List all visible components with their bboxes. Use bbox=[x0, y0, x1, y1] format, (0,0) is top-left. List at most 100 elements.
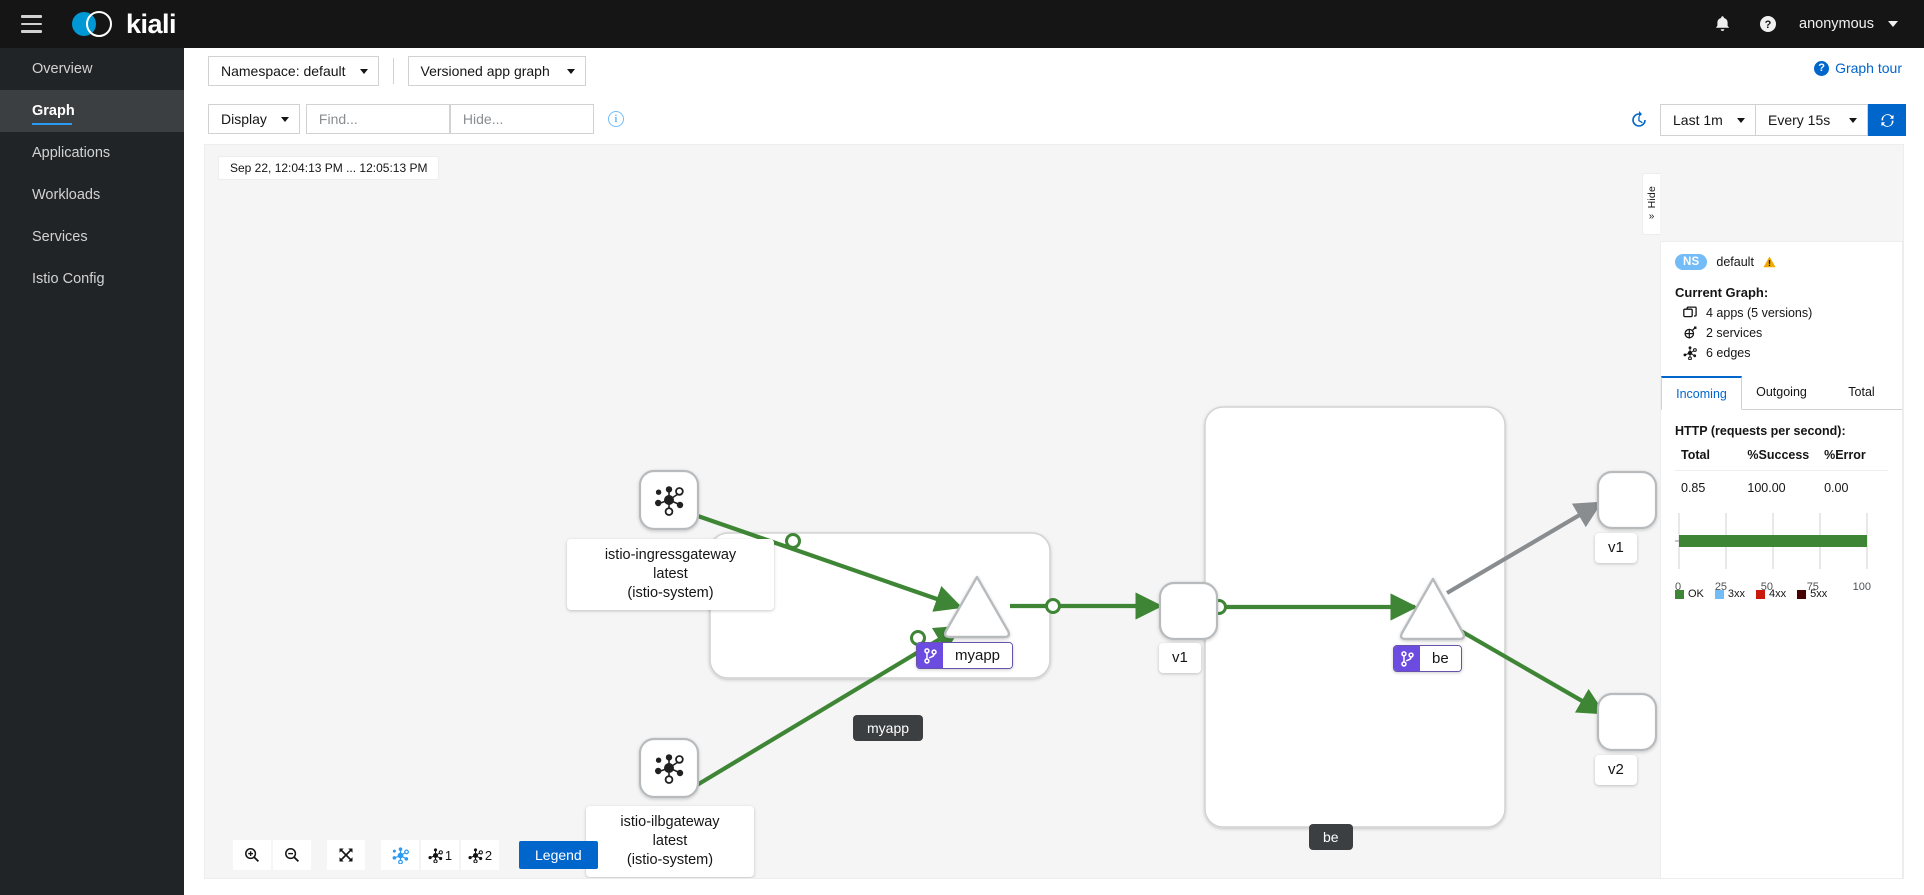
hamburger-icon[interactable] bbox=[8, 0, 54, 48]
stat-apps: 4 apps (5 versions) bbox=[1675, 306, 1888, 320]
node-label-istio-ilbgateway: istio-ilbgateway latest (istio-system) bbox=[586, 806, 754, 878]
sidebar-item-workloads[interactable]: Workloads bbox=[0, 174, 184, 216]
tab-outgoing[interactable]: Outgoing bbox=[1756, 385, 1807, 399]
stat-edges-label: 6 edges bbox=[1706, 346, 1751, 360]
http-traffic-chart: 0 25 50 75 100 bbox=[1675, 511, 1888, 593]
legend-item-4xx[interactable]: 4xx bbox=[1756, 588, 1786, 600]
expand-icon[interactable] bbox=[327, 840, 365, 870]
brand-name: kiali bbox=[126, 8, 177, 39]
chart-xtick-25: 25 bbox=[1714, 581, 1728, 593]
namespace-row: NS default bbox=[1675, 254, 1888, 270]
main-content: Namespace: default Versioned app graph ?… bbox=[184, 48, 1924, 895]
legend-label-ok: OK bbox=[1688, 588, 1704, 600]
display-select[interactable]: Display bbox=[208, 104, 300, 134]
refresh-button[interactable] bbox=[1868, 104, 1906, 136]
namespace-select[interactable]: Namespace: default bbox=[208, 56, 379, 86]
find-input-placeholder: Find... bbox=[318, 111, 358, 127]
graph-canvas[interactable]: Sep 22, 12:04:13 PM ... 12:05:13 PM bbox=[204, 144, 1904, 879]
graph-layout-2-button[interactable]: 2 bbox=[461, 840, 499, 870]
legend-swatch-ok bbox=[1675, 589, 1684, 599]
user-menu[interactable]: anonymous bbox=[1791, 0, 1912, 48]
edge-midpoint-marker bbox=[785, 533, 801, 549]
graph-type-select-label: Versioned app graph bbox=[420, 63, 550, 79]
sidebar-item-services[interactable]: Services bbox=[0, 216, 184, 258]
panel-header: NS default Current Graph: bbox=[1661, 242, 1902, 360]
tab-incoming[interactable]: Incoming bbox=[1661, 376, 1742, 410]
graph-layout-default-icon[interactable] bbox=[381, 840, 419, 870]
sidebar-item-label: Overview bbox=[32, 61, 93, 77]
node-label-be-v1: v1 bbox=[1595, 533, 1637, 563]
stat-services-label: 2 services bbox=[1706, 326, 1763, 340]
zoom-in-icon[interactable] bbox=[233, 840, 271, 870]
chart-x-tick-labels: 0 25 50 75 100 bbox=[1675, 581, 1871, 593]
edges-icon bbox=[1683, 346, 1697, 360]
layout-2-label: 2 bbox=[484, 847, 493, 863]
panel-tabs: Incoming Outgoing Total bbox=[1661, 376, 1902, 410]
fit-controls bbox=[327, 840, 365, 870]
chart-svg bbox=[1675, 513, 1868, 569]
graph-layout-1-button[interactable]: 1 bbox=[421, 840, 459, 870]
legend-item-ok[interactable]: OK bbox=[1675, 588, 1704, 600]
sidebar: Overview Graph Applications Workloads Se… bbox=[0, 48, 184, 895]
stat-apps-label: 4 apps (5 versions) bbox=[1706, 306, 1813, 320]
legend-label-4xx: 4xx bbox=[1769, 588, 1787, 600]
chart-xtick-100: 100 bbox=[1852, 581, 1871, 593]
layout-controls: 1 bbox=[381, 840, 499, 870]
masthead: kiali ? anonymous bbox=[0, 0, 1924, 48]
time-range-select[interactable]: Last 1m bbox=[1660, 104, 1756, 136]
sidebar-item-graph[interactable]: Graph bbox=[0, 90, 184, 132]
graph-toolbar-bottom: Display Find... Hide... i Last 1m Every … bbox=[184, 94, 1924, 144]
history-icon[interactable] bbox=[1630, 111, 1648, 129]
badge-label: myapp bbox=[943, 643, 1013, 668]
ns-name-label: default bbox=[1716, 255, 1754, 269]
metric-value-error: 0.00 bbox=[1824, 481, 1849, 495]
help-circle-icon[interactable]: ? bbox=[1745, 0, 1791, 48]
current-graph-title: Current Graph: bbox=[1675, 285, 1769, 300]
refresh-icon bbox=[1880, 113, 1894, 127]
svg-text:?: ? bbox=[1765, 19, 1772, 31]
graph-tour-link[interactable]: ? Graph tour bbox=[1814, 60, 1902, 76]
legend-item-5xx[interactable]: 5xx bbox=[1797, 588, 1827, 600]
legend-swatch-3xx bbox=[1714, 589, 1724, 599]
chevron-down-icon bbox=[1888, 21, 1898, 27]
sidebar-item-overview[interactable]: Overview bbox=[0, 48, 184, 90]
chevron-down-icon bbox=[359, 68, 368, 74]
graph-tour-label: Graph tour bbox=[1835, 60, 1902, 76]
chevron-down-icon bbox=[566, 68, 575, 74]
warning-triangle-icon[interactable] bbox=[1763, 256, 1776, 268]
badge-virtual-service-myapp[interactable]: myapp bbox=[916, 642, 1014, 669]
graph-type-select[interactable]: Versioned app graph bbox=[407, 56, 586, 86]
apps-icon bbox=[1683, 306, 1697, 320]
sidebar-item-label: Services bbox=[32, 229, 88, 245]
hide-input[interactable]: Hide... bbox=[449, 104, 594, 134]
sidebar-item-applications[interactable]: Applications bbox=[0, 132, 184, 174]
legend-button[interactable]: Legend bbox=[519, 841, 598, 869]
chart-xtick-0: 0 bbox=[1675, 581, 1682, 593]
metric-header-total: Total bbox=[1681, 448, 1710, 462]
node-app-be-v2 bbox=[1596, 692, 1658, 752]
find-input[interactable]: Find... bbox=[305, 104, 450, 134]
zoom-out-icon[interactable] bbox=[273, 840, 311, 870]
graph-time-range-chip: Sep 22, 12:04:13 PM ... 12:05:13 PM bbox=[218, 156, 440, 180]
legend-item-3xx[interactable]: 3xx bbox=[1714, 588, 1745, 600]
node-service-be bbox=[1399, 577, 1466, 641]
bell-icon[interactable] bbox=[1699, 0, 1745, 48]
graph-summary-panel: NS default Current Graph: bbox=[1660, 241, 1903, 878]
zoom-controls bbox=[233, 840, 311, 870]
metric-value-success: 100.00 bbox=[1747, 481, 1786, 495]
node-app-myapp-v1 bbox=[1158, 581, 1219, 641]
badge-virtual-service-be[interactable]: be bbox=[1393, 645, 1462, 672]
kiali-logo[interactable]: kiali bbox=[72, 8, 177, 39]
refresh-interval-select[interactable]: Every 15s bbox=[1756, 104, 1868, 136]
info-icon[interactable]: i bbox=[607, 111, 624, 127]
tab-total[interactable]: Total bbox=[1848, 385, 1875, 399]
chart-xtick-50: 50 bbox=[1760, 581, 1773, 593]
node-app-be-v1 bbox=[1596, 470, 1658, 530]
hide-panel-toggle[interactable]: Hide » bbox=[1642, 173, 1660, 235]
graph-toolbar-top: Namespace: default Versioned app graph ?… bbox=[184, 48, 1924, 94]
display-select-label: Display bbox=[221, 111, 267, 127]
ns-badge: NS bbox=[1675, 254, 1708, 270]
group-box-be bbox=[1204, 406, 1506, 828]
sidebar-item-istio-config[interactable]: Istio Config bbox=[0, 258, 184, 300]
toolbar-divider bbox=[392, 58, 394, 84]
